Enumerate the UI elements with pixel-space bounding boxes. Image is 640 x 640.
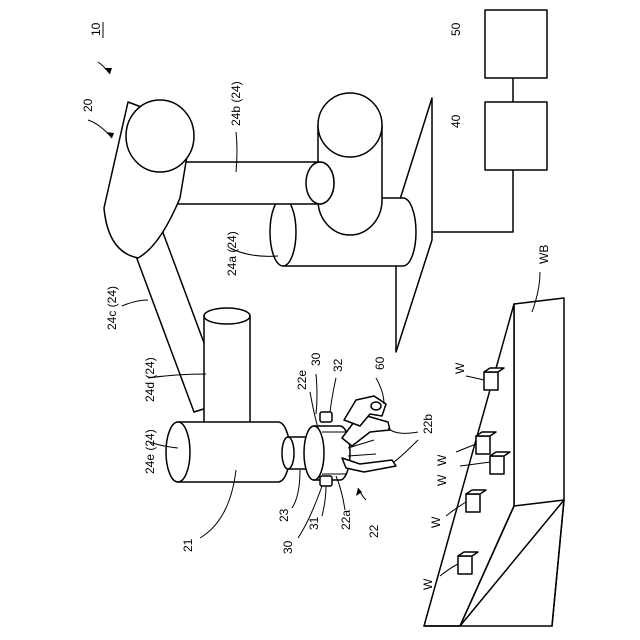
label-22b: 22b [421,414,435,434]
label-32: 32 [331,358,345,372]
leader-30-top [316,374,317,414]
controller-box [485,102,547,170]
label-w-2: W [435,454,449,466]
link-24d-top [204,308,250,324]
leader-22a [336,476,345,510]
leader-10-arrow [104,68,112,74]
label-wb: WB [537,245,551,264]
host-box [485,10,547,78]
leader-24c [122,300,148,306]
label-24e: 24e (24) [143,429,157,474]
label-w-1: W [453,362,467,374]
leader-24b [236,132,237,172]
label-60: 60 [373,356,387,370]
leader-32 [330,378,336,412]
label-20: 20 [81,98,95,112]
label-w-4: W [429,516,443,528]
leader-23 [292,470,300,508]
finger-lower [342,458,396,472]
label-22a: 22a [339,510,353,530]
leader-20-arrow [106,132,114,138]
leader-31 [322,486,326,516]
label-w-3: W [435,474,449,486]
leader-20 [88,120,112,138]
label-22: 22 [367,524,381,538]
label-w-5: W [421,578,435,590]
flange-23-end [282,437,294,469]
label-50: 50 [449,22,463,36]
leader-22b-1 [388,428,418,433]
label-24d: 24d (24) [143,357,157,402]
link-24b-beam-end [306,162,334,204]
label-24c: 24c (24) [105,286,119,330]
link-24b-joint-top [318,93,382,157]
object-60-hole [371,402,381,410]
leader-w-1 [466,376,484,380]
camera-31 [320,476,332,486]
leader-22-arrow [356,488,362,496]
label-40: 40 [449,114,463,128]
label-23: 23 [277,508,291,522]
label-30-top: 30 [309,352,323,366]
label-10: 10 [89,22,103,36]
controller-cable [432,170,513,232]
leader-22b-2 [394,440,418,462]
left-joint-top [126,100,194,172]
label-24a: 24a (24) [225,231,239,276]
link-24d [204,316,250,432]
hand-base-face [304,426,324,480]
camera-32 [320,412,332,422]
label-31: 31 [307,516,321,530]
label-24b: 24b (24) [229,81,243,126]
workbench-side [514,298,564,506]
label-21: 21 [181,538,195,552]
link-24e-end [166,422,190,482]
link-24e [178,422,290,482]
label-22e: 22e [295,370,309,390]
label-30-left: 30 [281,540,295,554]
finger-inner-2 [348,454,376,456]
